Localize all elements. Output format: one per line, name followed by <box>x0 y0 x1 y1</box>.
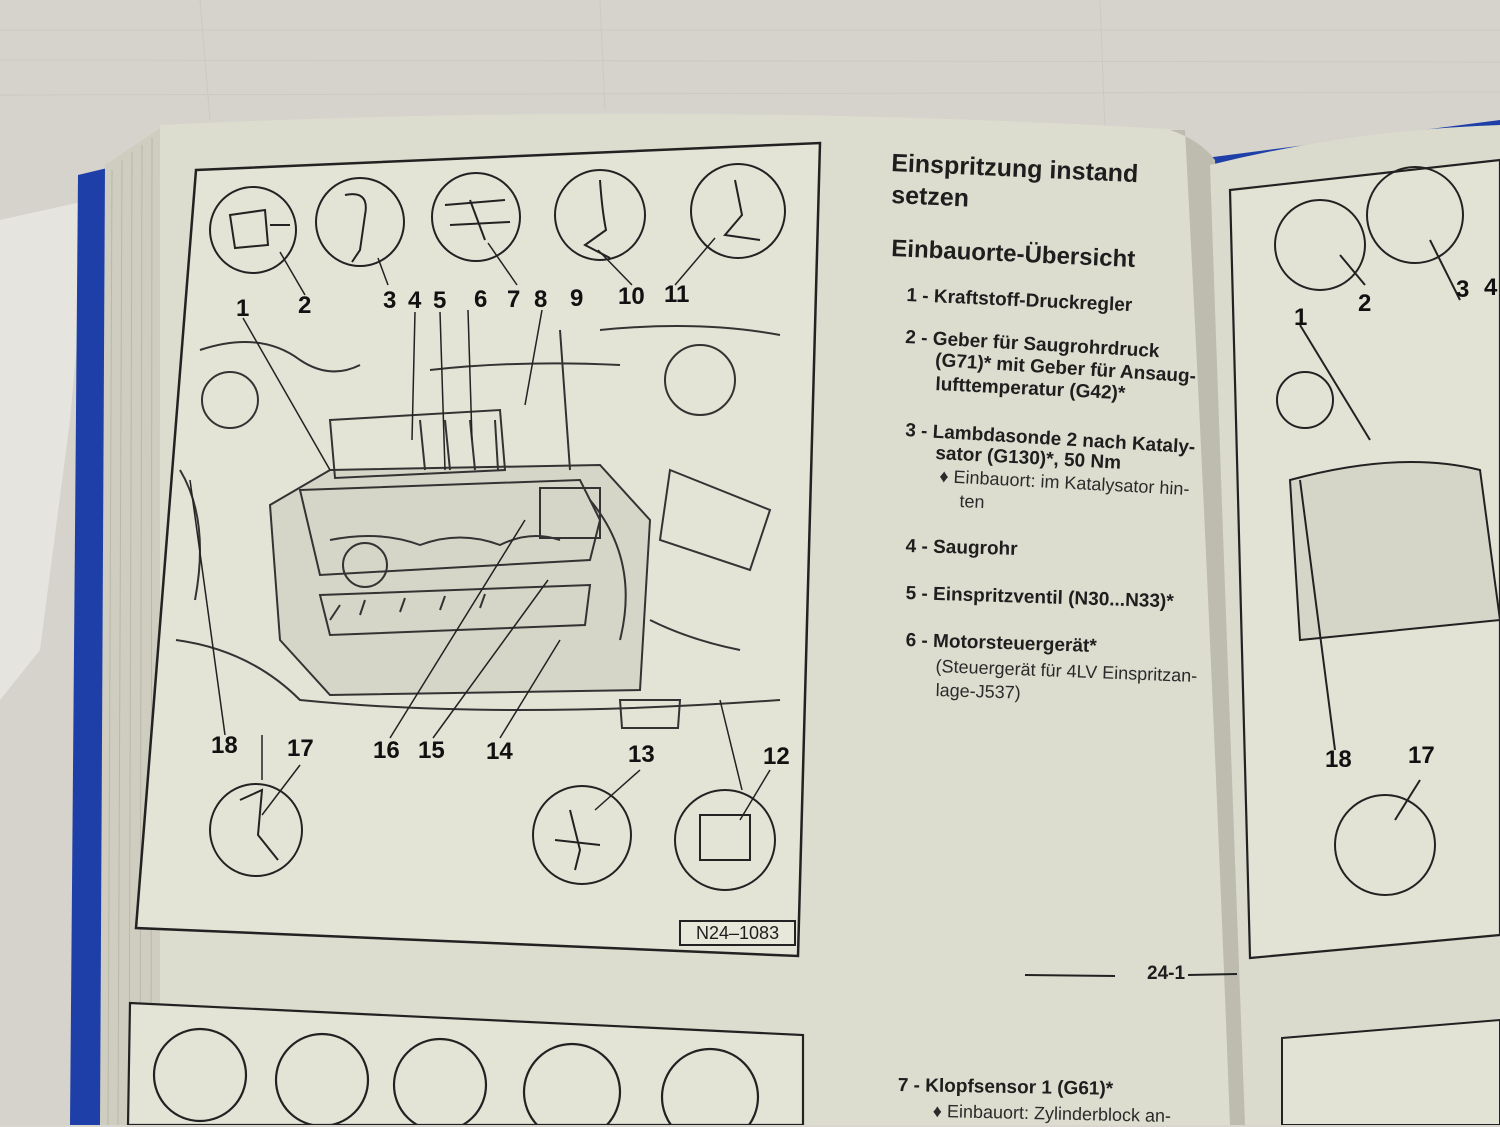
callout-8: 8 <box>534 286 548 313</box>
callout-4: 4 <box>408 287 422 314</box>
page-number: 24-1 <box>1147 963 1186 984</box>
callout-5: 5 <box>433 287 447 314</box>
item-6-note-line2: lage-J537) <box>935 679 1021 703</box>
figure-code: N24–1083 <box>696 923 780 943</box>
callout-2: 2 <box>298 292 312 319</box>
callout-1: 1 <box>236 295 250 322</box>
callout-6: 6 <box>474 286 488 313</box>
engine-figure <box>134 141 822 958</box>
callout-12: 12 <box>763 743 790 770</box>
engine-figure-bottom <box>126 1001 805 1125</box>
callout-14: 14 <box>486 738 513 765</box>
item-3-note-line2: ten <box>959 490 985 513</box>
figure-code-box <box>679 920 796 946</box>
callout-3: 3 <box>383 287 397 314</box>
callout-13: 13 <box>628 741 655 768</box>
right-callout-18: 18 <box>1325 746 1352 773</box>
callout-7: 7 <box>507 286 521 313</box>
right-callout-2: 2 <box>1358 290 1372 317</box>
right-page-figure <box>1228 158 1500 1125</box>
page-title-line2: setzen <box>890 180 970 213</box>
callout-11: 11 <box>664 281 690 308</box>
callout-15: 15 <box>418 737 445 764</box>
item-4: 4 - Saugrohr <box>905 535 1018 560</box>
callout-17: 17 <box>287 735 314 762</box>
callout-9: 9 <box>570 285 584 312</box>
item-7: 7 - Klopfsensor 1 (G61)* <box>897 1074 1114 1100</box>
callout-16: 16 <box>373 737 400 764</box>
right-callout-4: 4 <box>1484 274 1498 301</box>
callout-18: 18 <box>211 732 238 759</box>
right-callout-1: 1 <box>1294 304 1308 331</box>
right-callout-3: 3 <box>1456 276 1470 303</box>
right-callout-17: 17 <box>1408 742 1435 769</box>
callout-10: 10 <box>618 283 645 310</box>
